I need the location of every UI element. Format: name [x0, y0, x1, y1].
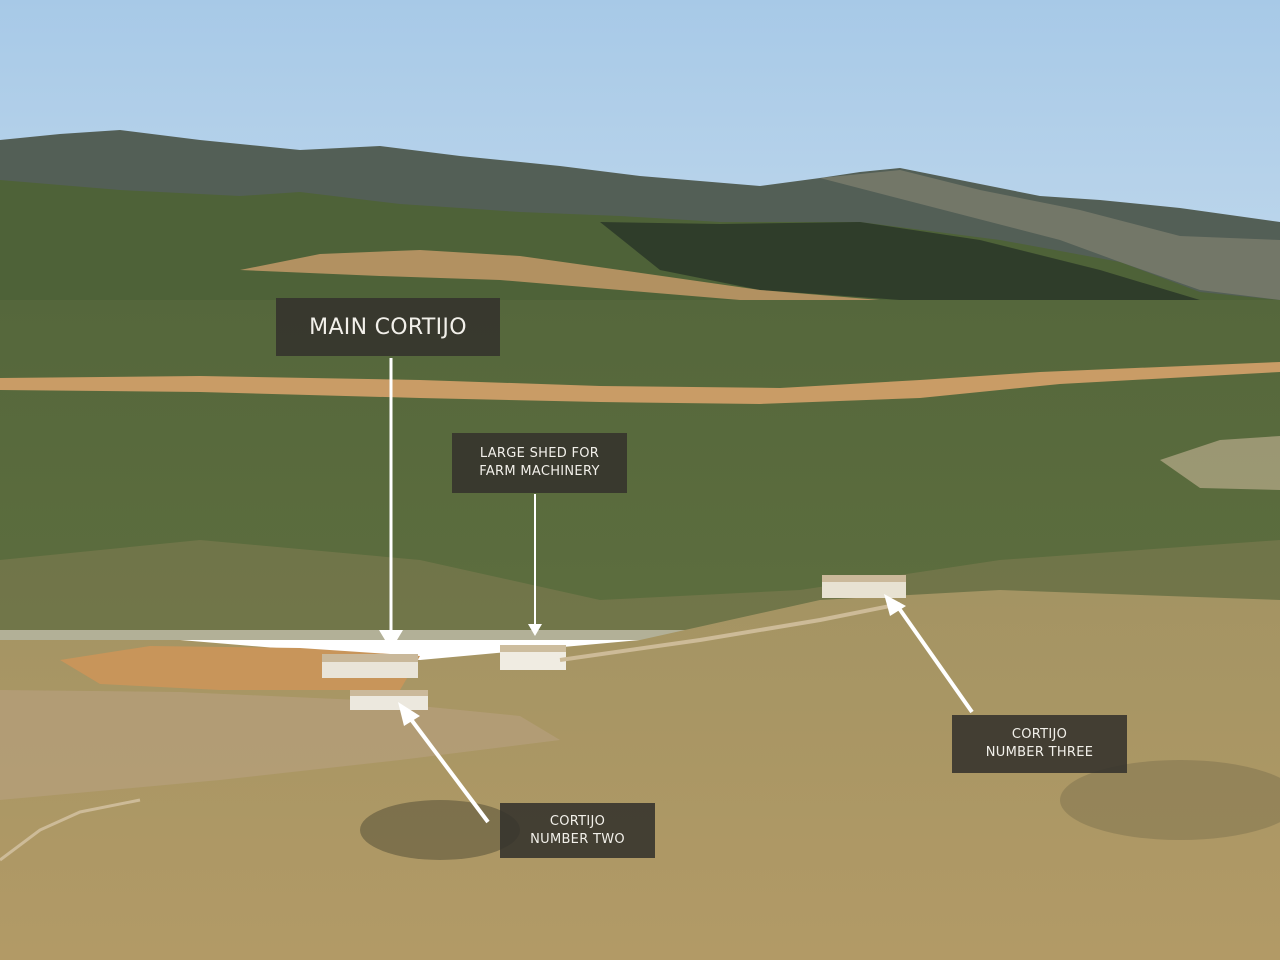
label-cortijo-two: CORTIJO NUMBER TWO [500, 803, 655, 858]
machinery-shed-building [500, 645, 566, 670]
label-large-shed-line1: LARGE SHED FOR [479, 446, 600, 461]
field-strip [0, 362, 1280, 404]
label-large-shed: LARGE SHED FOR FARM MACHINERY [452, 433, 627, 493]
label-cortijo-two-line1: CORTIJO [549, 813, 606, 829]
cortijo-three-building [822, 575, 906, 598]
label-large-shed-line2: FARM MACHINERY [479, 464, 600, 479]
hill-fields [240, 250, 1060, 316]
label-cortijo-three: CORTIJO NUMBER THREE [952, 715, 1127, 773]
cortijo-two-building [350, 690, 428, 710]
label-main-cortijo-text: MAIN CORTIJO [309, 314, 467, 340]
label-main-cortijo: MAIN CORTIJO [276, 298, 500, 356]
main-cortijo-building [322, 654, 418, 678]
label-cortijo-three-line1: CORTIJO [1011, 727, 1068, 742]
label-cortijo-two-line2: NUMBER TWO [530, 831, 625, 847]
label-cortijo-three-line2: NUMBER THREE [985, 745, 1094, 760]
